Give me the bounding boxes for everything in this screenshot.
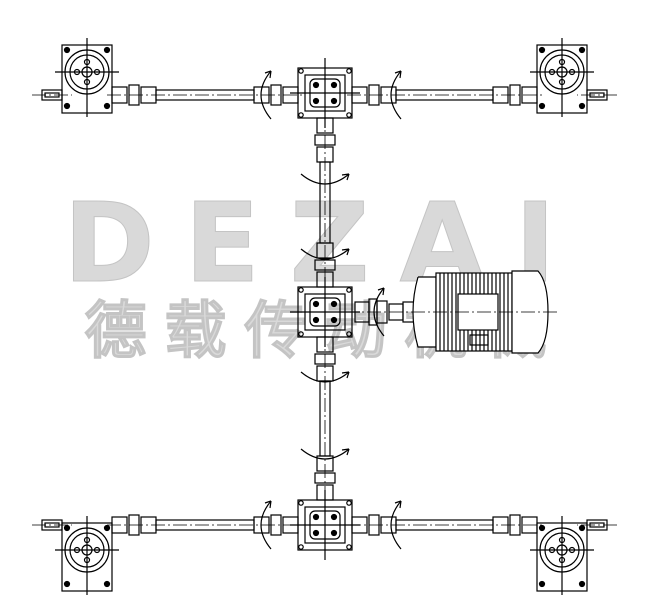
rotation-arrow (300, 173, 350, 185)
rotation-arrow (260, 70, 272, 120)
drive-shaft (347, 514, 542, 536)
drive-shaft (107, 514, 303, 536)
drive-shaft (107, 84, 303, 106)
rotation-arrow (300, 371, 350, 383)
rotation-arrow (300, 248, 350, 260)
bevel-gearbox (290, 490, 360, 560)
rotation-arrow (390, 70, 402, 120)
drive-shaft (314, 332, 336, 505)
rotation-arrow (260, 500, 272, 550)
rotation-arrow (390, 500, 402, 550)
drive-shaft (347, 84, 542, 106)
drive-shaft (314, 113, 336, 292)
screw-jack (32, 516, 119, 595)
screw-jack (530, 516, 617, 595)
screw-jack (530, 38, 617, 117)
rotation-arrow (373, 287, 385, 337)
rotation-arrow (300, 448, 350, 460)
electric-motor (345, 270, 560, 354)
screw-jack (32, 38, 119, 117)
